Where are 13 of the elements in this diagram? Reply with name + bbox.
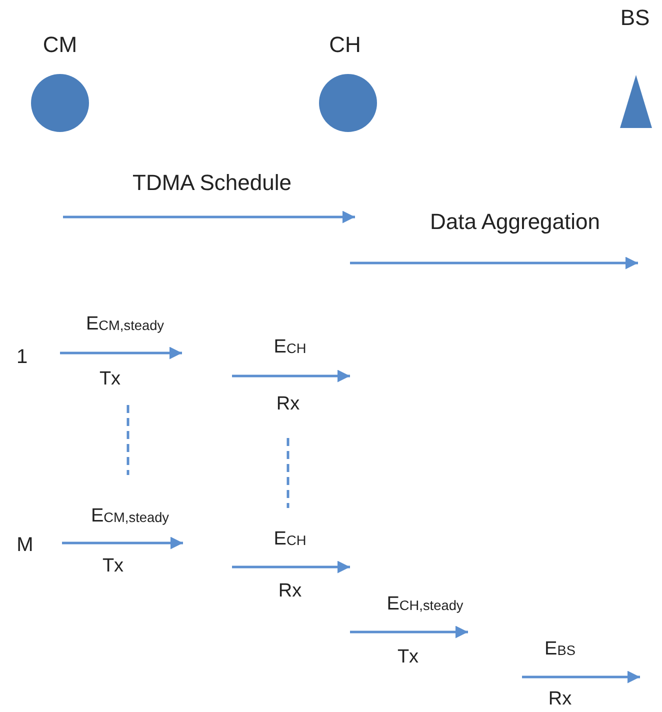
arrow-label: Tx: [99, 370, 121, 390]
arrow-label: Tx: [397, 648, 419, 668]
node-label: BS: [620, 6, 650, 30]
row-label: M: [16, 534, 34, 556]
arrow-label: TDMA Schedule: [132, 170, 292, 196]
arrow-label: Rx: [278, 582, 302, 602]
node-label: CM: [42, 32, 78, 58]
arrow-label: Tx: [102, 556, 124, 578]
arrow-label: Data Aggregation: [430, 210, 600, 234]
arrow-label: Rx: [276, 394, 300, 416]
row-label: 1: [16, 346, 28, 368]
arrow-label: Rx: [548, 690, 572, 710]
node-label: CH: [329, 32, 361, 58]
